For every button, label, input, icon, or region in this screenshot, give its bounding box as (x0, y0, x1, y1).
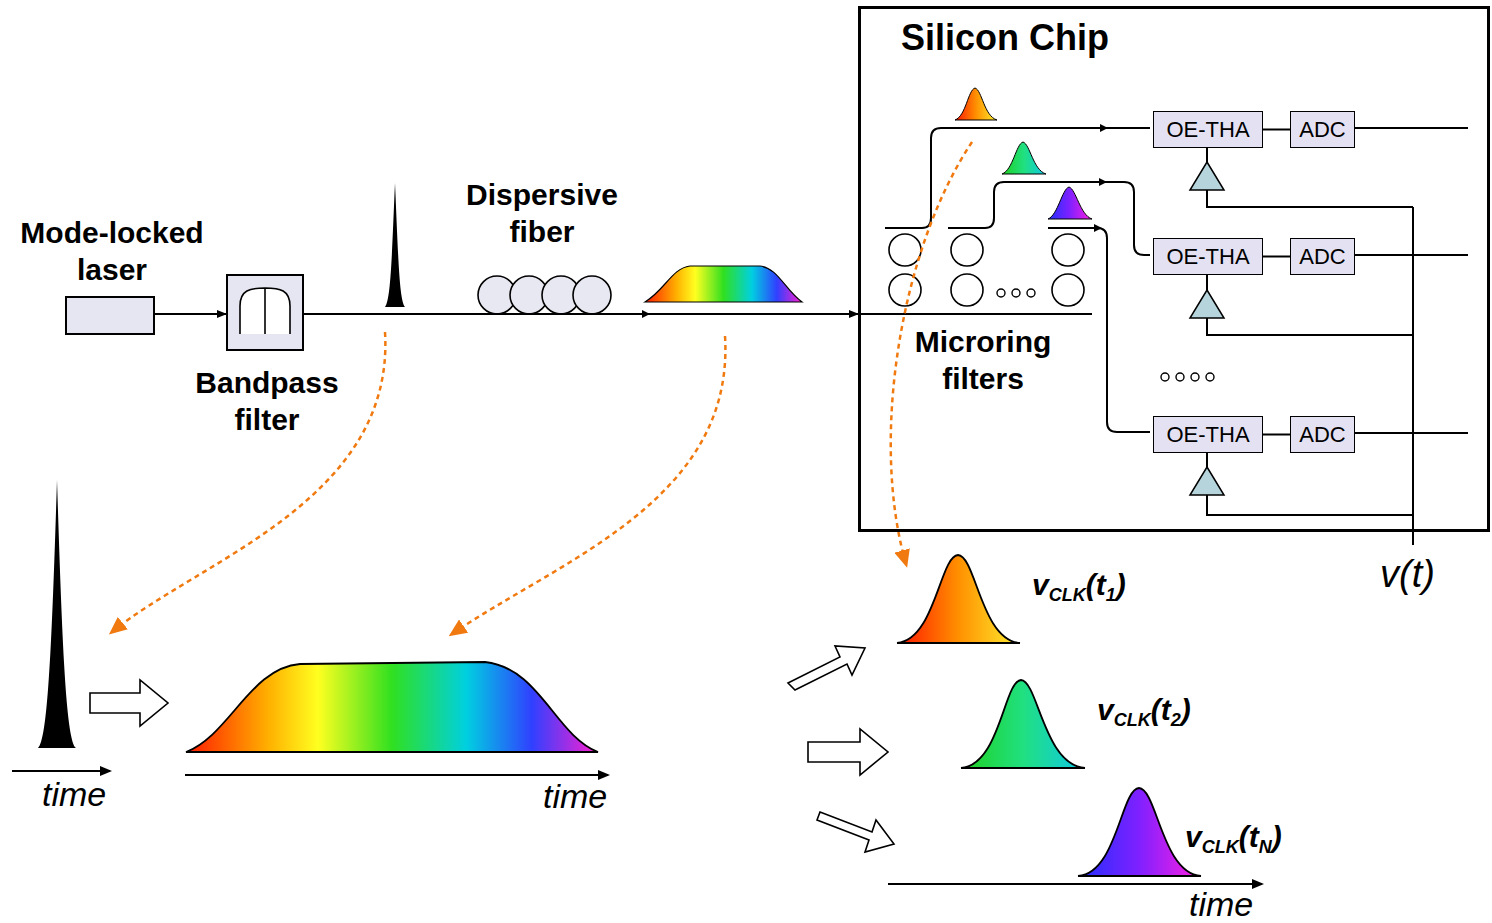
box-label: OE-THA (1154, 239, 1262, 274)
signal-text: ) (1181, 693, 1191, 726)
signal-text: (t (1239, 820, 1259, 853)
oe-tha-box: OE-THA (1153, 238, 1263, 275)
connector (1263, 434, 1290, 436)
signal-text: (t (1151, 693, 1171, 726)
component-label: Microring filters (888, 323, 1078, 397)
box-label: OE-THA (1154, 112, 1262, 147)
oe-tha-box: OE-THA (1153, 416, 1263, 453)
clock-signal-label: vCLK(tN) (1185, 820, 1282, 854)
node-heading: Mode-locked laser (7, 214, 217, 288)
filter-curve (240, 288, 290, 334)
subscript: CLK (1049, 585, 1086, 605)
box-label: OE-THA (1154, 417, 1262, 452)
connector (1263, 256, 1290, 258)
connector (1263, 129, 1290, 131)
signal-text: v (1185, 820, 1202, 853)
axis-label: time (543, 777, 607, 816)
signal-text: v (1032, 568, 1049, 601)
component-label: Dispersive fiber (452, 176, 632, 250)
adc-box: ADC (1290, 416, 1355, 453)
signal-label: v(t) (1380, 553, 1435, 596)
clock-signal-label: vCLK(t1) (1032, 568, 1126, 602)
signal-text: (t (1086, 568, 1106, 601)
subscript: CLK (1114, 710, 1151, 730)
connector (155, 313, 226, 315)
box-label: ADC (1291, 239, 1354, 274)
signal-text: ) (1116, 568, 1126, 601)
subscript: CLK (1202, 837, 1239, 857)
signal-text: v (1097, 693, 1114, 726)
node-heading: Bandpass filter (176, 364, 358, 438)
box-label: ADC (1291, 112, 1354, 147)
adc-box: ADC (1290, 111, 1355, 148)
bandpass-filter-box: Bandpass filter (226, 274, 304, 351)
chip-title: Silicon Chip (901, 17, 1109, 59)
subscript: 1 (1106, 585, 1116, 605)
filter-symbol (228, 276, 302, 349)
oe-tha-box: OE-THA (1153, 111, 1263, 148)
laser-box: Mode-locked laser (65, 296, 155, 335)
clock-signal-label: vCLK(t2) (1097, 693, 1191, 727)
signal-text: ) (1272, 820, 1282, 853)
axis-label: time (42, 775, 106, 814)
adc-box: ADC (1290, 238, 1355, 275)
silicon-chip: Silicon ChipOE-THA ADC OE-THA ADC OE-THA ADC (858, 6, 1490, 532)
box-label: ADC (1291, 417, 1354, 452)
subscript: 2 (1171, 710, 1181, 730)
subscript: N (1259, 837, 1272, 857)
axis-label: time (1189, 885, 1253, 923)
connector (304, 313, 858, 315)
